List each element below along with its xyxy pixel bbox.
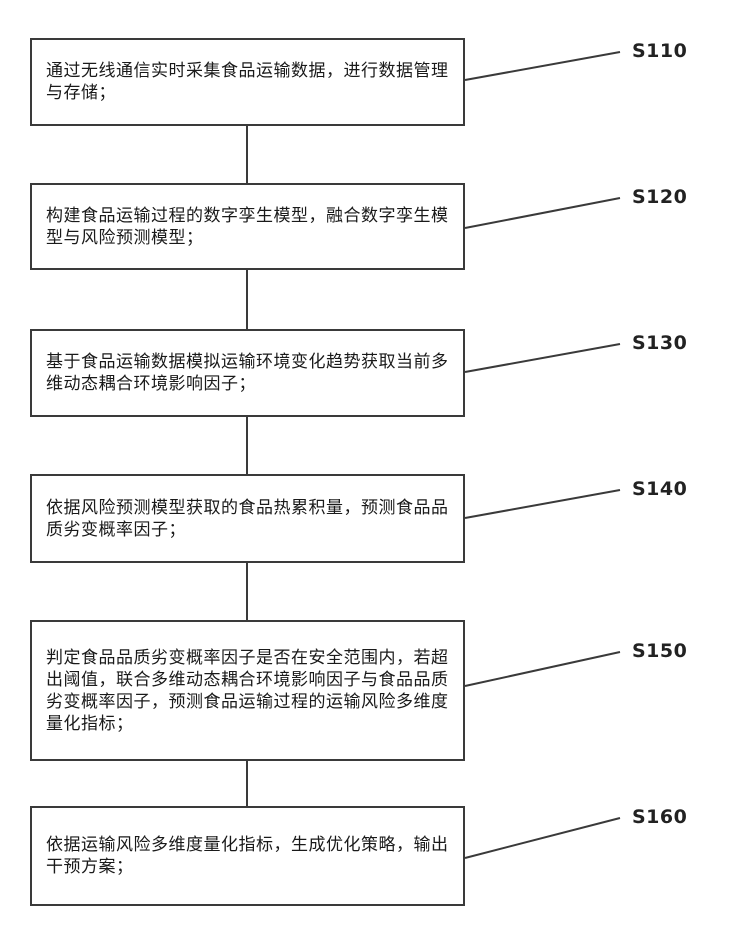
step-box-s130: 基于食品运输数据模拟运输环境变化趋势获取当前多维动态耦合环境影响因子； [30,329,465,417]
step-label-s140: S140 [632,478,687,500]
step-box-s150: 判定食品品质劣变概率因子是否在安全范围内，若超出阈值，联合多维动态耦合环境影响因… [30,620,465,761]
step-box-s160: 依据运输风险多维度量化指标，生成优化策略，输出干预方案； [30,806,465,906]
step-text-s150: 判定食品品质劣变概率因子是否在安全范围内，若超出阈值，联合多维动态耦合环境影响因… [46,647,449,735]
leader-s150 [465,652,620,686]
step-text-s130: 基于食品运输数据模拟运输环境变化趋势获取当前多维动态耦合环境影响因子； [46,351,449,395]
step-label-s150: S150 [632,640,687,662]
step-box-s140: 依据风险预测模型获取的食品热累积量，预测食品品质劣变概率因子； [30,474,465,563]
step-label-s120: S120 [632,186,687,208]
leader-s130 [465,344,620,372]
step-box-s110: 通过无线通信实时采集食品运输数据，进行数据管理与存储； [30,38,465,126]
step-box-s120: 构建食品运输过程的数字孪生模型，融合数字孪生模型与风险预测模型； [30,183,465,270]
step-text-s140: 依据风险预测模型获取的食品热累积量，预测食品品质劣变概率因子； [46,497,449,541]
leader-s120 [465,198,620,228]
step-text-s110: 通过无线通信实时采集食品运输数据，进行数据管理与存储； [46,60,449,104]
leader-s160 [465,818,620,858]
step-text-s160: 依据运输风险多维度量化指标，生成优化策略，输出干预方案； [46,834,449,878]
step-label-s110: S110 [632,40,687,62]
leader-s140 [465,490,620,518]
leader-s110 [465,52,620,80]
step-text-s120: 构建食品运输过程的数字孪生模型，融合数字孪生模型与风险预测模型； [46,205,449,249]
step-label-s130: S130 [632,332,687,354]
step-label-s160: S160 [632,806,687,828]
